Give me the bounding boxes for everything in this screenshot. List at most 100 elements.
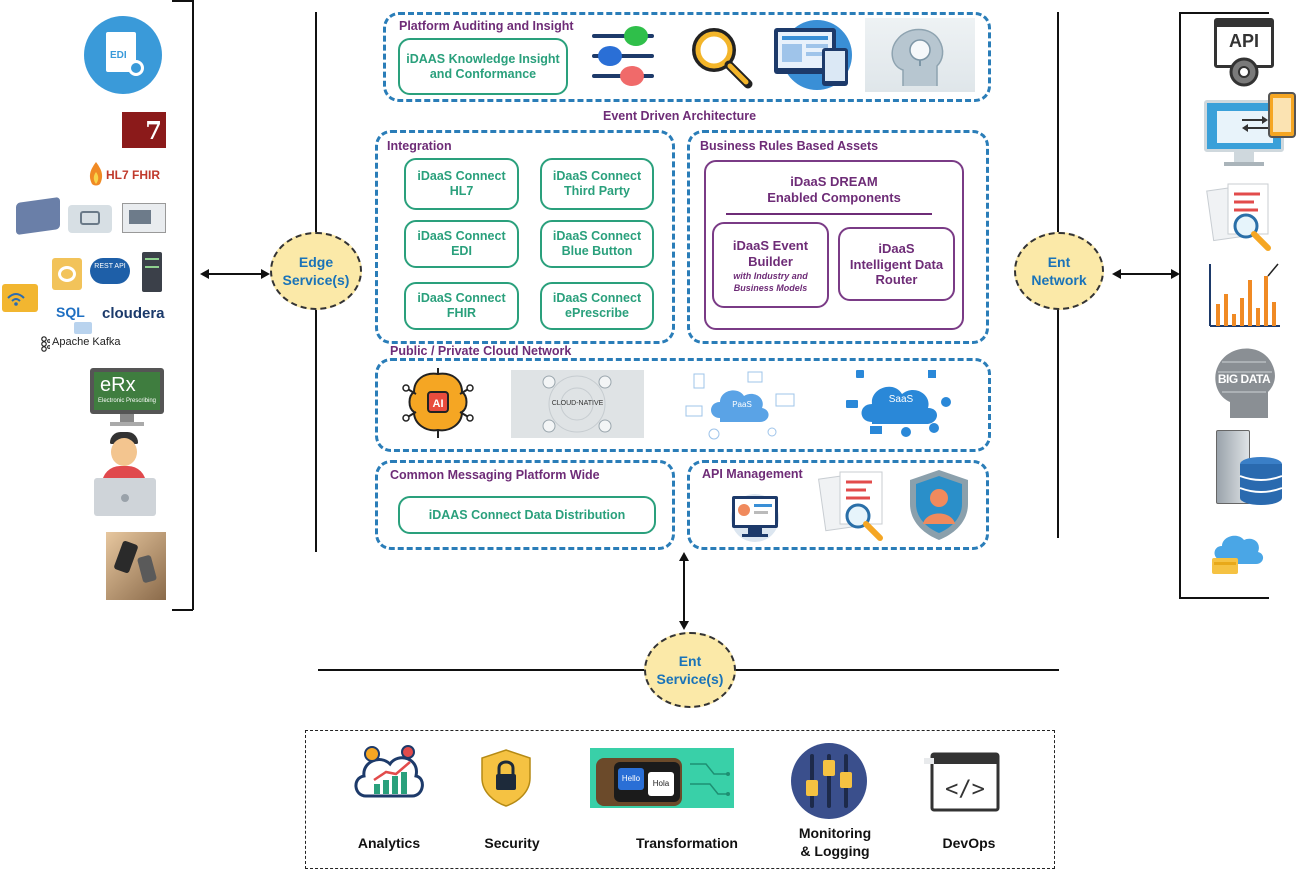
cloud-folder-icon xyxy=(1212,535,1264,574)
saas-label: SaaS xyxy=(888,394,914,405)
ent-network-line2: Network xyxy=(1031,272,1087,288)
platform-auditing-title: Platform Auditing and Insight xyxy=(399,19,574,33)
api-profile-icon xyxy=(731,494,779,542)
user-laptop-icon xyxy=(94,432,156,516)
edge-line2: Service(s) xyxy=(282,272,350,288)
business-rules-section xyxy=(687,130,989,344)
integration-title: Integration xyxy=(387,139,452,153)
erx-monitor-icon: eRx Electronic Prescribing xyxy=(90,368,164,426)
kafka-label: Apache Kafka xyxy=(52,336,121,348)
security-lock-icon xyxy=(481,749,531,807)
api-management-section xyxy=(687,460,989,550)
ai-brain-label: AI xyxy=(433,398,444,410)
bar-chart-icon xyxy=(1209,263,1280,327)
connector-blue-button-label: iDaaS Connect Blue Button xyxy=(552,229,642,258)
magnifier-icon xyxy=(692,28,753,89)
right-panel-top-tick xyxy=(1179,12,1269,14)
api-gear-label: API xyxy=(1228,31,1259,51)
ent-services-line1: Ent xyxy=(678,652,702,669)
connector-third-party-label: iDaaS Connect Third Party xyxy=(552,169,642,198)
server-rack-icon xyxy=(142,252,162,292)
edge-arrow xyxy=(200,269,270,279)
ent-services-line2: Service(s) xyxy=(656,671,724,687)
wifi-folder-icon xyxy=(2,284,38,312)
dashboard-monitor-icon xyxy=(774,20,852,94)
monitoring-icon xyxy=(791,743,867,819)
transformation-hola: Hola xyxy=(648,772,674,796)
cloud-network-title: Public / Private Cloud Network xyxy=(390,344,572,358)
mobile-user-photo xyxy=(106,532,166,600)
event-builder-sub: with Industry and Business Models xyxy=(733,271,808,293)
paas-cloud-icon: PaaS xyxy=(680,366,800,442)
analytics-caption: Analytics xyxy=(357,835,421,851)
database-server-icon xyxy=(1216,430,1284,506)
transformation-hello: Hello xyxy=(618,768,644,790)
bottom-services-box xyxy=(305,730,1055,869)
data-distribution-label: iDAAS Connect Data Distribution xyxy=(428,507,626,522)
connector-eprescribe-label: iDaaS Connect ePrescribe xyxy=(552,291,642,320)
security-shield-icon xyxy=(910,470,968,540)
wearable-device-icon xyxy=(68,205,112,233)
connector-blue-button-box: iDaaS Connect Blue Button xyxy=(540,220,654,268)
cloud-native-image: CLOUD-NATIVE xyxy=(511,370,644,438)
svg-text:</>: </> xyxy=(945,777,985,802)
rest-api-icon: REST API xyxy=(90,258,130,284)
data-router-label: iDaaS Intelligent Data Router xyxy=(849,241,944,288)
transformation-caption: Transformation xyxy=(636,835,738,851)
dream-line2: Enabled Components xyxy=(767,190,901,206)
edi-icon: EDI xyxy=(84,16,162,94)
erx-label: eRx xyxy=(100,374,136,396)
monitoring-caption-line1: Monitoring xyxy=(798,825,872,841)
cloudera-logo: cloudera xyxy=(102,305,172,323)
business-rules-title: Business Rules Based Assets xyxy=(700,139,879,153)
medical-device-icon xyxy=(16,196,60,236)
event-builder-box: iDaaS Event Builder with Industry and Bu… xyxy=(712,222,829,308)
cloudera-label: cloudera xyxy=(102,305,165,322)
data-distribution-box: iDAAS Connect Data Distribution xyxy=(398,496,656,534)
messaging-title: Common Messaging Platform Wide xyxy=(390,468,600,482)
edge-line1: Edge xyxy=(298,253,334,270)
connector-edi-box: iDaaS Connect EDI xyxy=(404,220,519,268)
devops-code-icon: </> xyxy=(924,752,1000,812)
right-panel-bottom-tick xyxy=(1179,597,1269,599)
ent-network-line1: Ent xyxy=(1047,253,1071,270)
ai-brain-icon: AI xyxy=(402,368,474,438)
ent-network-arrow xyxy=(1112,269,1180,279)
monitoring-caption: Monitoring & Logging xyxy=(782,824,888,860)
folder-icon xyxy=(52,258,82,290)
cloud-native-label: CLOUD-NATIVE xyxy=(551,400,604,407)
left-panel-top-tick xyxy=(172,0,192,2)
connector-fhir-box: iDaaS Connect FHIR xyxy=(404,282,519,330)
hl7-fhir-logo: HL7 FHIR xyxy=(86,160,176,190)
api-gear-icon: API xyxy=(1214,18,1276,90)
connector-eprescribe-box: iDaaS Connect ePrescribe xyxy=(540,282,654,330)
event-driven-label: Event Driven Architecture xyxy=(603,109,757,123)
analytics-icon xyxy=(354,745,424,798)
hl7-fhir-label: HL7 FHIR xyxy=(106,168,160,182)
connector-fhir-label: iDaaS Connect FHIR xyxy=(417,291,506,320)
security-caption: Security xyxy=(484,835,540,851)
hl7-logo: 7 xyxy=(122,112,166,148)
connector-third-party-box: iDaaS Connect Third Party xyxy=(540,158,654,210)
erx-sub-label: Electronic Prescribing xyxy=(98,398,157,404)
connector-edi-label: iDaaS Connect EDI xyxy=(417,229,506,258)
data-router-box: iDaaS Intelligent Data Router xyxy=(838,227,955,301)
transformation-image: Hello Hola xyxy=(590,748,734,808)
big-data-head-icon: BIG DATA xyxy=(1208,342,1280,420)
dream-divider xyxy=(726,213,932,215)
right-panel-border xyxy=(1179,12,1181,598)
event-builder-title: iDaaS Event Builder xyxy=(732,238,809,269)
left-panel-border xyxy=(192,0,194,610)
edi-icon-label: EDI xyxy=(110,50,127,61)
knowledge-insight-box: iDAAS Knowledge Insight and Conformance xyxy=(398,38,568,95)
edge-services-ellipse: Edge Service(s) xyxy=(270,232,362,310)
left-panel-bottom-tick xyxy=(172,609,193,611)
saas-cloud-icon: SaaS xyxy=(836,366,966,442)
hl7-logo-text: 7 xyxy=(145,116,162,145)
paas-label: PaaS xyxy=(732,400,752,409)
kafka-logo: Apache Kafka xyxy=(38,336,148,356)
connector-hl7-label: iDaaS Connect HL7 xyxy=(417,169,506,198)
big-data-label: BIG DATA xyxy=(1217,372,1271,386)
device-sync-icon xyxy=(1204,92,1296,172)
ent-services-ellipse: Ent Service(s) xyxy=(644,632,736,708)
